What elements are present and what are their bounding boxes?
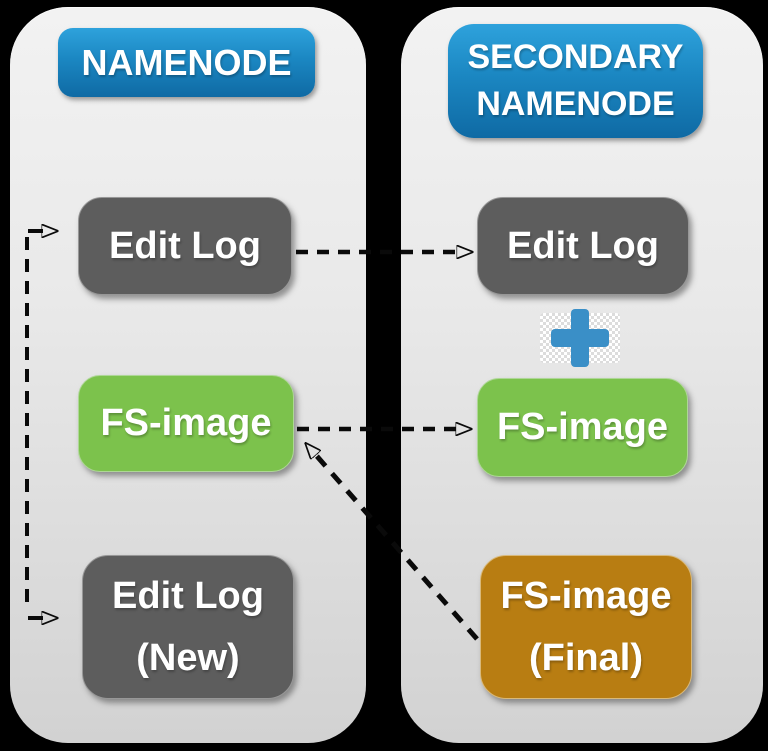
secondary-fs-image-final-label-line2: (Final) [529,637,643,679]
secondary-namenode-header: SECONDARY NAMENODE [448,24,703,138]
namenode-panel: NAMENODE Edit Log FS-image Edit Log (New… [10,7,366,743]
namenode-header-label: NAMENODE [81,41,292,83]
namenode-header: NAMENODE [58,28,315,97]
secondary-namenode-panel: SECONDARY NAMENODE Edit Log FS-image FS-… [401,7,763,743]
secondary-edit-log-box: Edit Log [477,197,689,295]
namenode-fs-image-label: FS-image [100,402,272,444]
secondary-fs-image-box: FS-image [477,378,688,477]
secondary-fs-image-label: FS-image [496,406,669,448]
namenode-edit-log-label: Edit Log [109,224,261,267]
namenode-fs-image-box: FS-image [78,375,294,472]
secondary-fs-image-final-box: FS-image (Final) [480,555,692,699]
secondary-header-label-line2: NAMENODE [476,85,675,123]
secondary-fs-image-final-label-line1: FS-image [500,575,672,617]
namenode-edit-log-box: Edit Log [78,197,292,295]
secondary-edit-log-label: Edit Log [507,224,659,267]
namenode-edit-log-new-box: Edit Log (New) [82,555,294,699]
plus-icon [540,309,620,367]
namenode-edit-log-new-label-line1: Edit Log [112,575,264,617]
plus-icon-vertical-bar [571,309,589,367]
secondary-header-label-line1: SECONDARY [467,38,684,76]
namenode-edit-log-new-label-line2: (New) [136,637,240,679]
